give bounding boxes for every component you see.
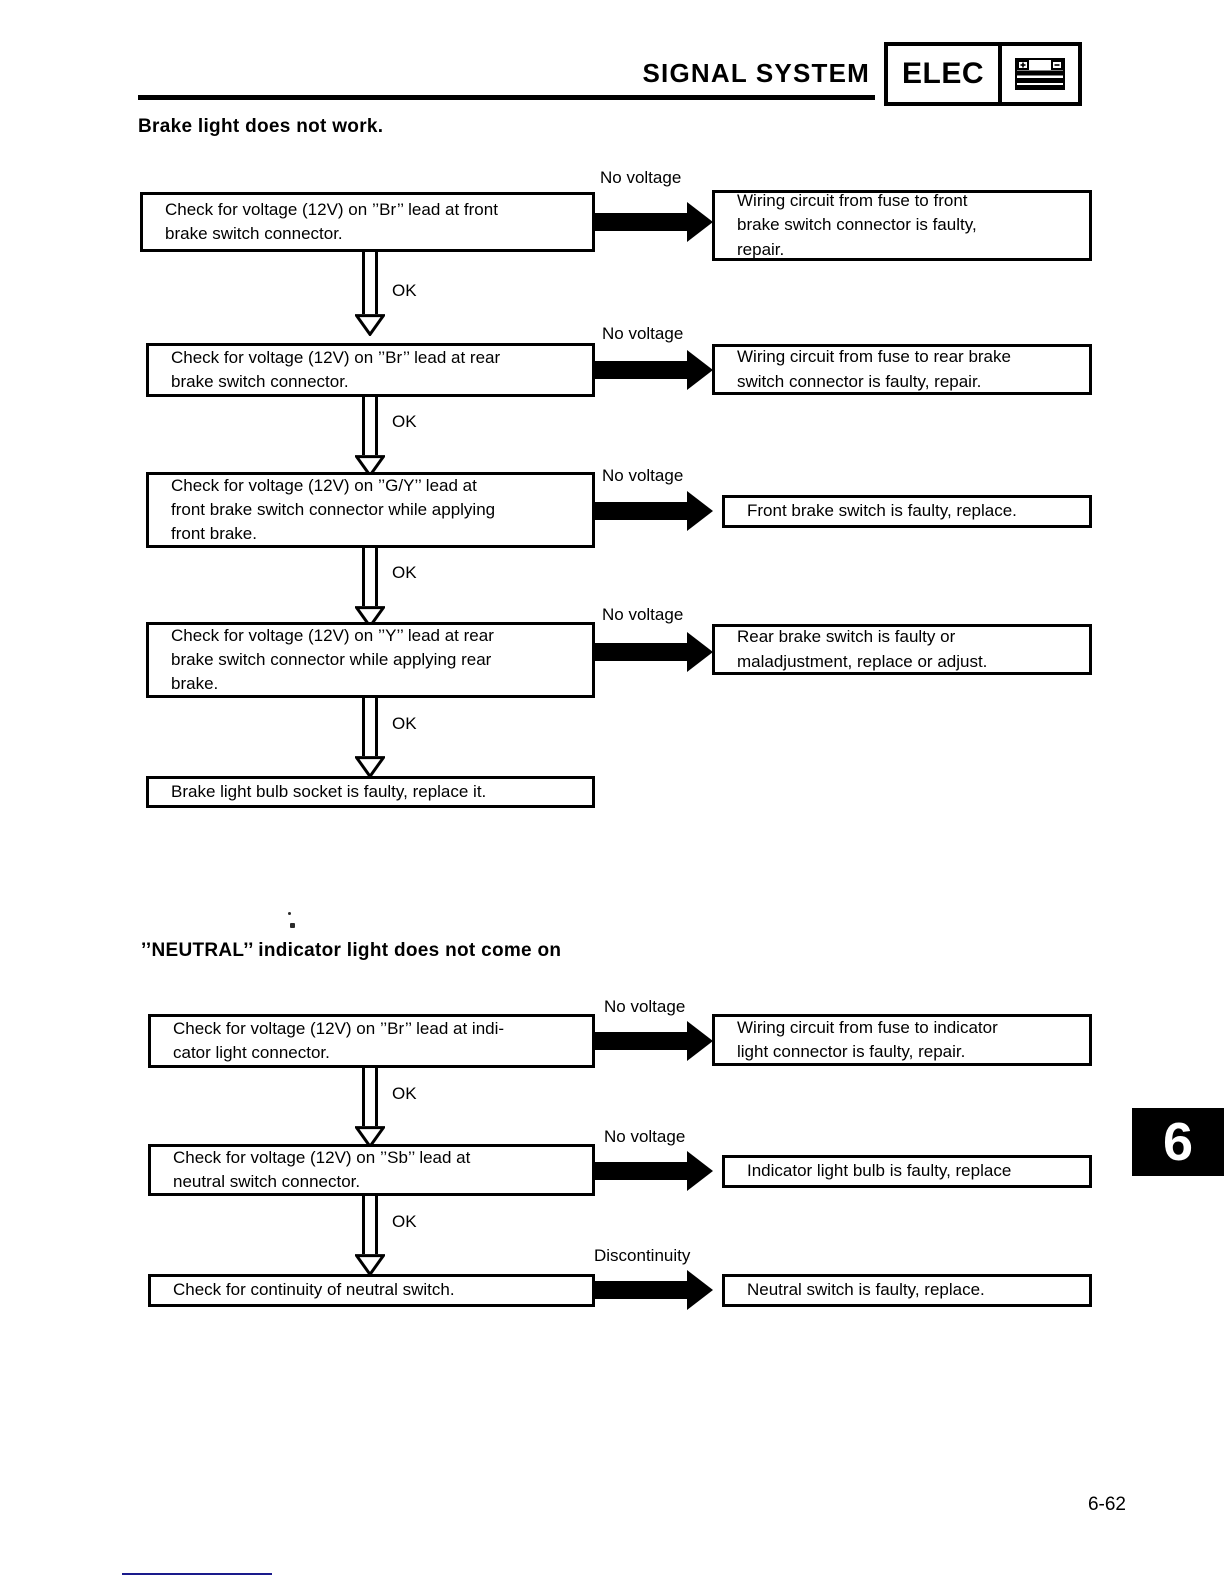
chapter-tab-6: 6 xyxy=(1132,1108,1224,1176)
check-box-neutral-sb: Check for voltage (12V) on ’’Sb’’ lead a… xyxy=(148,1144,595,1196)
battery-icon xyxy=(1015,58,1066,90)
branch-arrow-5 xyxy=(595,1021,713,1061)
result-box-indicator-wiring: Wiring circuit from fuse to indicator li… xyxy=(712,1014,1092,1066)
ok-label-5: OK xyxy=(392,1084,417,1103)
ok-label-1: OK xyxy=(392,281,417,300)
result-box-text: Front brake switch is faulty, replace. xyxy=(747,501,1017,521)
check-box-front-gy: Check for voltage (12V) on ’’G/Y’’ lead … xyxy=(146,472,595,548)
header-divider xyxy=(138,95,875,100)
check-box-text: Check for voltage (12V) on ’’Br’’ lead a… xyxy=(173,1018,505,1062)
result-box-front-switch: Front brake switch is faulty, replace. xyxy=(722,495,1092,528)
ok-arrow-2 xyxy=(353,397,387,478)
ok-arrow-6 xyxy=(353,1196,387,1277)
ok-arrow-5 xyxy=(353,1068,387,1149)
branch-arrow-2 xyxy=(595,350,713,390)
branch-label-no-voltage-3: No voltage xyxy=(602,466,684,485)
scan-speck xyxy=(290,923,295,928)
result-box-rear-switch: Rear brake switch is faulty or maladjust… xyxy=(712,624,1092,675)
ok-label-3: OK xyxy=(392,563,417,582)
branch-label-no-voltage-2: No voltage xyxy=(602,324,684,343)
check-box-front-brake-br: Check for voltage (12V) on ’’Br’’ lead a… xyxy=(140,192,595,252)
branch-arrow-6 xyxy=(595,1151,713,1191)
check-box-rear-y: Check for voltage (12V) on ’’Y’’ lead at… xyxy=(146,622,595,698)
battery-icon-cell xyxy=(1002,46,1078,102)
page-title: SIGNAL SYSTEM xyxy=(642,58,870,88)
ok-label-6: OK xyxy=(392,1212,417,1231)
branch-arrow-4 xyxy=(595,632,713,672)
branch-label-no-voltage-4: No voltage xyxy=(602,605,684,624)
check-box-text: Check for continuity of neutral switch. xyxy=(173,1280,455,1300)
result-box-text: Wiring circuit from fuse to front brake … xyxy=(737,191,977,259)
check-box-text: Check for voltage (12V) on ’’Br’’ lead a… xyxy=(171,347,501,391)
ok-label-4: OK xyxy=(392,714,417,733)
elec-badge-divider xyxy=(998,46,1003,102)
elec-badge-label: ELEC xyxy=(902,57,985,90)
result-box-text: Indicator light bulb is faulty, replace xyxy=(747,1161,1012,1181)
check-box-text: Check for voltage (12V) on ’’Sb’’ lead a… xyxy=(173,1147,471,1191)
result-box-front-wiring: Wiring circuit from fuse to front brake … xyxy=(712,190,1092,261)
conclusion-box-brake-light: Brake light bulb socket is faulty, repla… xyxy=(146,776,595,808)
conclusion-box-text: Brake light bulb socket is faulty, repla… xyxy=(171,781,487,801)
branch-arrow-7 xyxy=(595,1270,713,1310)
section-heading-neutral-indicator: ’’NEUTRAL’’ indicator light does not com… xyxy=(141,940,562,961)
check-box-text: Check for voltage (12V) on ’’G/Y’’ lead … xyxy=(171,475,496,544)
elec-badge: ELEC xyxy=(884,42,1083,106)
check-box-text: Check for voltage (12V) on ’’Br’’ lead a… xyxy=(165,199,498,243)
check-box-rear-brake-br: Check for voltage (12V) on ’’Br’’ lead a… xyxy=(146,343,595,397)
result-box-text: Wiring circuit from fuse to rear brake s… xyxy=(737,347,1011,391)
ok-arrow-1 xyxy=(353,252,387,337)
page-number: 6-62 xyxy=(1087,1494,1126,1515)
branch-label-no-voltage-5: No voltage xyxy=(604,997,686,1016)
result-box-text: Rear brake switch is faulty or maladjust… xyxy=(737,627,988,671)
chapter-tab-number: 6 xyxy=(1162,1112,1194,1172)
branch-label-no-voltage-6: No voltage xyxy=(604,1127,686,1146)
result-box-text: Neutral switch is faulty, replace. xyxy=(747,1280,985,1300)
scan-speck xyxy=(288,912,291,915)
result-box-neutral-switch: Neutral switch is faulty, replace. xyxy=(722,1274,1092,1307)
scan-artifact-line xyxy=(122,1573,272,1575)
result-box-text: Wiring circuit from fuse to indicator li… xyxy=(737,1017,998,1061)
check-box-indicator-br: Check for voltage (12V) on ’’Br’’ lead a… xyxy=(148,1014,595,1068)
branch-arrow-3 xyxy=(595,491,713,531)
ok-arrow-4 xyxy=(353,698,387,779)
ok-label-2: OK xyxy=(392,412,417,431)
result-box-rear-wiring: Wiring circuit from fuse to rear brake s… xyxy=(712,344,1092,395)
check-box-text: Check for voltage (12V) on ’’Y’’ lead at… xyxy=(171,625,494,694)
branch-label-discontinuity: Discontinuity xyxy=(594,1246,691,1265)
branch-arrow-1 xyxy=(595,202,713,242)
section-heading-brake-light: Brake light does not work. xyxy=(138,116,384,137)
branch-label-no-voltage-1: No voltage xyxy=(600,168,682,187)
check-box-neutral-continuity: Check for continuity of neutral switch. xyxy=(148,1274,595,1307)
ok-arrow-3 xyxy=(353,548,387,629)
result-box-indicator-bulb: Indicator light bulb is faulty, replace xyxy=(722,1155,1092,1188)
